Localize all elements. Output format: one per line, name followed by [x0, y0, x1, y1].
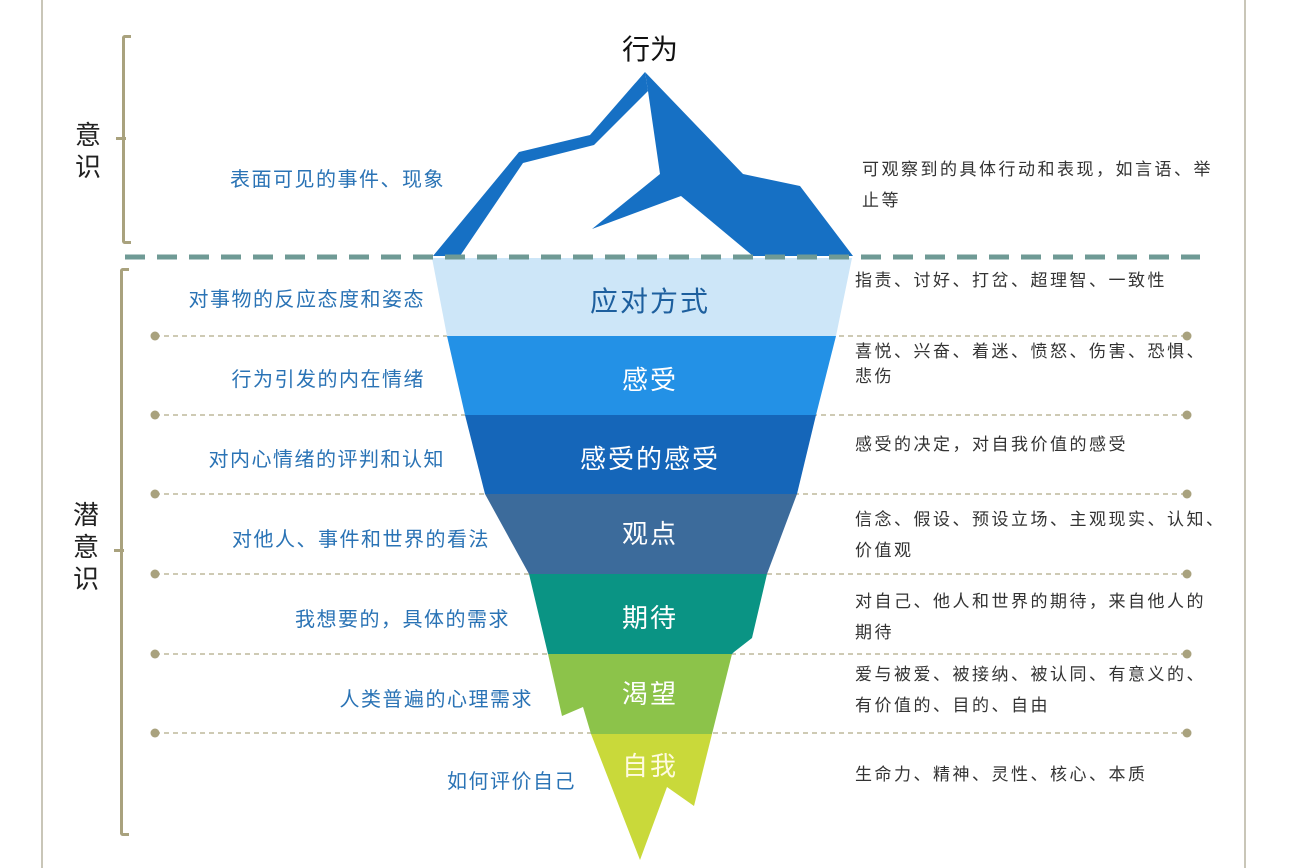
- iceberg-tip-mass: [592, 72, 853, 256]
- layer-left-text: 人类普遍的心理需求: [339, 687, 533, 711]
- divider-dot: [150, 569, 160, 579]
- layer-name: 感受的感受: [579, 445, 720, 475]
- surface-left-text: 表面可见的事件、现象: [230, 167, 445, 191]
- left-border: [41, 0, 43, 868]
- conscious-label: 意识: [74, 121, 101, 183]
- divider-dot: [1182, 569, 1192, 579]
- layer-name: 观点: [621, 520, 678, 550]
- iceberg-layer-1: [432, 258, 852, 336]
- divider-dot: [1182, 489, 1192, 499]
- divider-dot: [150, 410, 160, 420]
- layer-left-text: 对内心情绪的评判和认知: [208, 447, 445, 471]
- divider-dot: [1182, 728, 1192, 738]
- right-border: [1244, 0, 1246, 868]
- divider-dot: [1182, 410, 1192, 420]
- iceberg-layer-4: [485, 494, 797, 574]
- layer-right-text: 爱与被爱、被接纳、被认同、有意义的、有价值的、目的、自由: [855, 665, 1206, 716]
- subconscious-bracket-tick: [114, 549, 124, 552]
- layer-left-text: 对事物的反应态度和姿态: [188, 287, 425, 311]
- layer-name: 自我: [621, 752, 678, 782]
- layer-left-text: 对他人、事件和世界的看法: [232, 527, 490, 551]
- iceberg-layer-6: [548, 654, 732, 734]
- divider-dot: [150, 489, 160, 499]
- surface-right-text: 可观察到的具体行动和表现，如言语、举止等: [862, 160, 1213, 211]
- layer-left-text: 我想要的，具体的需求: [295, 607, 510, 631]
- layer-right-text: 生命力、精神、灵性、核心、本质: [855, 765, 1148, 785]
- conscious-bracket-tick: [116, 137, 126, 140]
- divider-dot: [150, 728, 160, 738]
- layer-right-text: 感受的决定，对自我价值的感受: [855, 435, 1128, 455]
- layer-right-text: 指责、讨好、打岔、超理智、一致性: [855, 271, 1167, 291]
- divider-dot: [1182, 649, 1192, 659]
- divider-dot: [1182, 331, 1192, 341]
- layer-left-text: 如何评价自己: [447, 769, 576, 793]
- subconscious-bracket: [120, 268, 129, 836]
- iceberg-layer-7: [591, 734, 712, 860]
- layer-name: 感受: [621, 366, 678, 396]
- layer-name: 期待: [621, 604, 678, 634]
- layer-name: 渴望: [621, 680, 678, 710]
- layer-right-text: 信念、假设、预设立场、主观现实、认知、价值观: [855, 510, 1226, 561]
- iceberg-tip-outline: [433, 72, 648, 256]
- divider-dot: [150, 649, 160, 659]
- iceberg-layer-2: [447, 336, 836, 415]
- behavior-title: 行为: [621, 33, 678, 66]
- divider-dot: [150, 331, 160, 341]
- layer-right-text: 喜悦、兴奋、着迷、愤怒、伤害、恐惧、悲伤: [855, 342, 1206, 387]
- subconscious-label: 潜意识: [72, 501, 99, 595]
- layer-name: 应对方式: [589, 285, 710, 318]
- layer-left-text: 行为引发的内在情绪: [231, 367, 425, 391]
- iceberg-layer-5: [529, 574, 767, 654]
- layer-right-text: 对自己、他人和世界的期待，来自他人的期待: [855, 592, 1206, 643]
- iceberg-layer-3: [465, 415, 816, 494]
